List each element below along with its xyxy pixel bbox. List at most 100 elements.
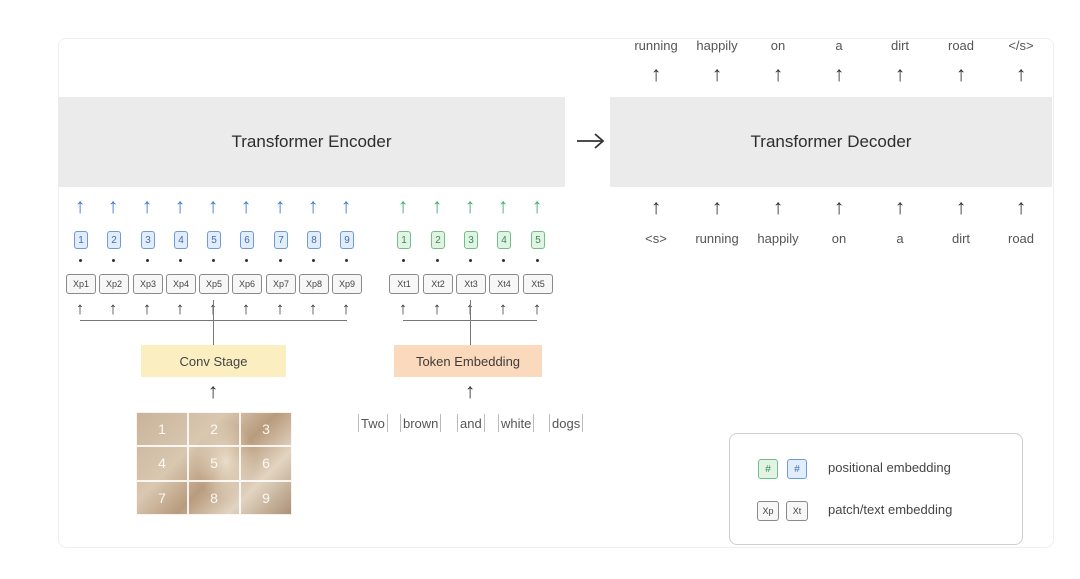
patch-positional-embedding: 2 — [107, 231, 121, 249]
patch-up-arrow-icon: ↑ — [141, 195, 153, 218]
image-to-conv-arrow-icon: ↑ — [207, 380, 219, 403]
text-up-arrow-icon: ↑ — [531, 195, 543, 218]
decoder-output-word: </s> — [1008, 38, 1034, 53]
patch-embedding: Xp4 — [166, 274, 196, 294]
image-patch: 4 — [136, 446, 188, 481]
plus-dot — [279, 259, 282, 262]
up-arrow-icon: ↑ — [833, 63, 845, 86]
input-word: Two — [358, 414, 388, 432]
input-word: brown — [400, 414, 442, 432]
image-patch: 6 — [240, 446, 292, 481]
up-arrow-icon: ↑ — [772, 63, 784, 86]
legend-positional-green-swatch: # — [758, 459, 778, 479]
patch-positional-embedding: 7 — [274, 231, 288, 249]
patch-positional-embedding: 3 — [141, 231, 155, 249]
input-word: dogs — [549, 414, 584, 432]
plus-dot — [79, 259, 82, 262]
input-word: white — [498, 414, 535, 432]
patch-up-arrow-icon: ↑ — [207, 195, 219, 218]
plus-dot — [245, 259, 248, 262]
decoder-output-word: happily — [696, 38, 738, 53]
image-patch: 3 — [240, 412, 292, 447]
plus-dot — [436, 259, 439, 262]
text-embedding: Xt1 — [389, 274, 419, 294]
plus-dot — [112, 259, 115, 262]
up-arrow-icon: ↑ — [1015, 63, 1027, 86]
patch-embedding: Xp5 — [199, 274, 229, 294]
text-positional-embedding: 4 — [497, 231, 511, 249]
up-arrow-icon: ↑ — [432, 299, 442, 318]
patch-up-arrow-icon: ↑ — [74, 195, 86, 218]
legend-positional-blue-swatch: # — [787, 459, 807, 479]
up-arrow-icon: ↑ — [1015, 196, 1027, 219]
patch-up-arrow-icon: ↑ — [107, 195, 119, 218]
up-arrow-icon: ↑ — [241, 299, 251, 318]
patch-up-arrow-icon: ↑ — [340, 195, 352, 218]
patch-positional-embedding: 9 — [340, 231, 354, 249]
plus-dot — [345, 259, 348, 262]
up-arrow-icon: ↑ — [142, 299, 152, 318]
up-arrow-icon: ↑ — [75, 299, 85, 318]
text-up-arrow-icon: ↑ — [431, 195, 443, 218]
transformer-encoder: Transformer Encoder — [58, 97, 565, 187]
decoder-input-word: on — [831, 231, 847, 246]
image-patch: 8 — [188, 480, 240, 515]
decoder-input-word: dirt — [951, 231, 971, 246]
patch-up-arrow-icon: ↑ — [274, 195, 286, 218]
conv-stage-label: Conv Stage — [179, 353, 248, 369]
text-up-arrow-icon: ↑ — [397, 195, 409, 218]
patch-embedding: Xp2 — [99, 274, 129, 294]
transformer-decoder: Transformer Decoder — [610, 97, 1052, 187]
decoder-title: Transformer Decoder — [750, 132, 912, 151]
up-arrow-icon: ↑ — [275, 299, 285, 318]
up-arrow-icon: ↑ — [398, 299, 408, 318]
image-patch: 2 — [188, 412, 240, 447]
patch-embedding: Xp8 — [299, 274, 329, 294]
plus-dot — [536, 259, 539, 262]
up-arrow-icon: ↑ — [308, 299, 318, 318]
token-embedding: Token Embedding — [394, 345, 542, 377]
up-arrow-icon: ↑ — [772, 196, 784, 219]
token-embedding-label: Token Embedding — [415, 353, 521, 369]
up-arrow-icon: ↑ — [650, 196, 662, 219]
text-embedding: Xt2 — [423, 274, 453, 294]
decoder-output-word: on — [770, 38, 786, 53]
text-embedding: Xt4 — [489, 274, 519, 294]
encoder-title: Transformer Encoder — [231, 132, 392, 151]
input-word: and — [457, 414, 485, 432]
conv-stage: Conv Stage — [141, 345, 286, 377]
patch-up-arrow-icon: ↑ — [307, 195, 319, 218]
text-embedding: Xt5 — [523, 274, 553, 294]
legend-embedding-label: patch/text embedding — [828, 502, 953, 517]
plus-dot — [312, 259, 315, 262]
up-arrow-icon: ↑ — [711, 196, 723, 219]
patch-positional-embedding: 8 — [307, 231, 321, 249]
up-arrow-icon: ↑ — [108, 299, 118, 318]
legend-patch-swatch: Xp — [757, 501, 779, 521]
up-arrow-icon: ↑ — [955, 196, 967, 219]
legend: # # positional embedding Xp Xt patch/tex… — [729, 433, 1023, 545]
conv-stage-connector — [213, 300, 214, 345]
patch-positional-embedding: 1 — [74, 231, 88, 249]
up-arrow-icon: ↑ — [175, 299, 185, 318]
decoder-input-word: running — [695, 231, 739, 246]
patch-positional-embedding: 4 — [174, 231, 188, 249]
patch-embedding: Xp7 — [266, 274, 296, 294]
up-arrow-icon: ↑ — [894, 196, 906, 219]
up-arrow-icon: ↑ — [833, 196, 845, 219]
patch-positional-embedding: 6 — [240, 231, 254, 249]
plus-dot — [402, 259, 405, 262]
legend-text-swatch: Xt — [786, 501, 808, 521]
patch-embedding: Xp6 — [232, 274, 262, 294]
decoder-output-word: dirt — [890, 38, 910, 53]
right-arrow-icon — [574, 128, 608, 154]
token-embedding-connector — [470, 300, 471, 345]
text-up-arrow-icon: ↑ — [464, 195, 476, 218]
up-arrow-icon: ↑ — [650, 63, 662, 86]
text-positional-embedding: 5 — [531, 231, 545, 249]
decoder-output-word: running — [634, 38, 678, 53]
decoder-input-word: <s> — [645, 231, 667, 246]
plus-dot — [469, 259, 472, 262]
decoder-output-word: road — [947, 38, 975, 53]
